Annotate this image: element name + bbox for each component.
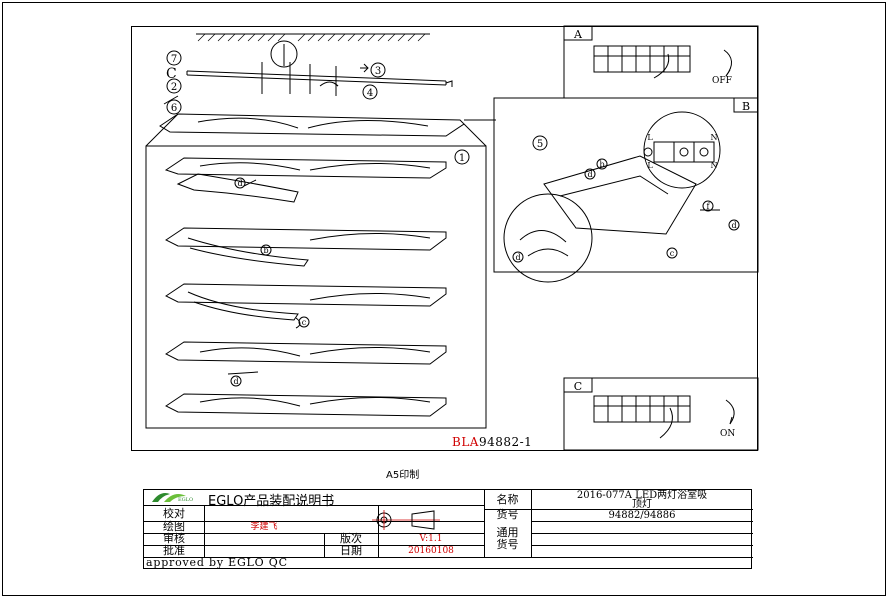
callout-2: 2 [171, 82, 177, 93]
part-label-f: f [707, 202, 711, 211]
label-general-1: 通用 [496, 526, 519, 539]
logo-text: EGLO [178, 497, 194, 503]
callout-5: 5 [537, 139, 543, 150]
print-format-note: A5印制 [386, 470, 420, 481]
part-label-d: d [587, 170, 592, 179]
label-name: 名称 [496, 493, 519, 506]
callout-7: 7 [171, 54, 177, 65]
document-code: 94882-1 [478, 435, 533, 449]
item-numbers: 94882/94886 [608, 510, 676, 521]
terminal-label-l: L [647, 161, 653, 170]
product-name-line1: 2016-077A LED两灯浴室吸 [576, 490, 708, 501]
terminal-label-l: L [647, 133, 653, 142]
label-approve: 批准 [163, 544, 185, 557]
drawer-name: 李建飞 [250, 522, 278, 532]
callout-1: 1 [459, 153, 465, 164]
part-label-c: c [302, 318, 307, 327]
part-label-d: d [237, 179, 242, 188]
approval-line: approved by EGLO QC [146, 556, 288, 569]
document-title: EGLO产品装配说明书 [208, 494, 335, 509]
callout-3: 3 [375, 66, 381, 77]
label-draw: 绘图 [163, 520, 185, 533]
part-label-d: d [731, 221, 736, 230]
terminal-label-n: N [711, 161, 718, 170]
switch-on-label: ON [720, 429, 735, 439]
label-general-2: 货号 [496, 538, 519, 551]
svg-text:C: C [166, 66, 177, 82]
label-date: 日期 [340, 544, 362, 557]
projection-symbol [366, 509, 446, 531]
callout-4: 4 [367, 88, 373, 99]
label-item-no: 货号 [496, 508, 519, 521]
product-name-line2: 顶灯 [632, 499, 652, 510]
panel-c-letter: C [574, 380, 582, 393]
panel-a-letter: A [573, 28, 583, 41]
terminal-label-n: N [711, 133, 718, 142]
document-prefix: BLA [452, 435, 479, 449]
part-label-d: d [515, 253, 520, 262]
label-review: 审核 [163, 532, 185, 545]
part-label-b: b [599, 160, 604, 169]
version-value: V:1.1 [419, 534, 443, 544]
part-label-c: c [670, 249, 675, 258]
eglo-logo: EGLO [148, 491, 198, 505]
document-number: BLA94882-1 [452, 435, 532, 449]
part-label-d: d [233, 377, 238, 386]
title-block: EGLO EGLO产品装配说明书 校对 绘图 审核 批准 李建飞 版次 日期 V… [143, 489, 753, 569]
callout-6: 6 [171, 103, 177, 114]
panel-b-letter: B [742, 100, 750, 113]
part-label-b: b [263, 246, 268, 255]
date-value: 20160108 [408, 546, 454, 556]
label-check: 校对 [163, 507, 185, 520]
switch-off-label: OFF [712, 76, 732, 86]
label-version: 版次 [340, 532, 362, 545]
